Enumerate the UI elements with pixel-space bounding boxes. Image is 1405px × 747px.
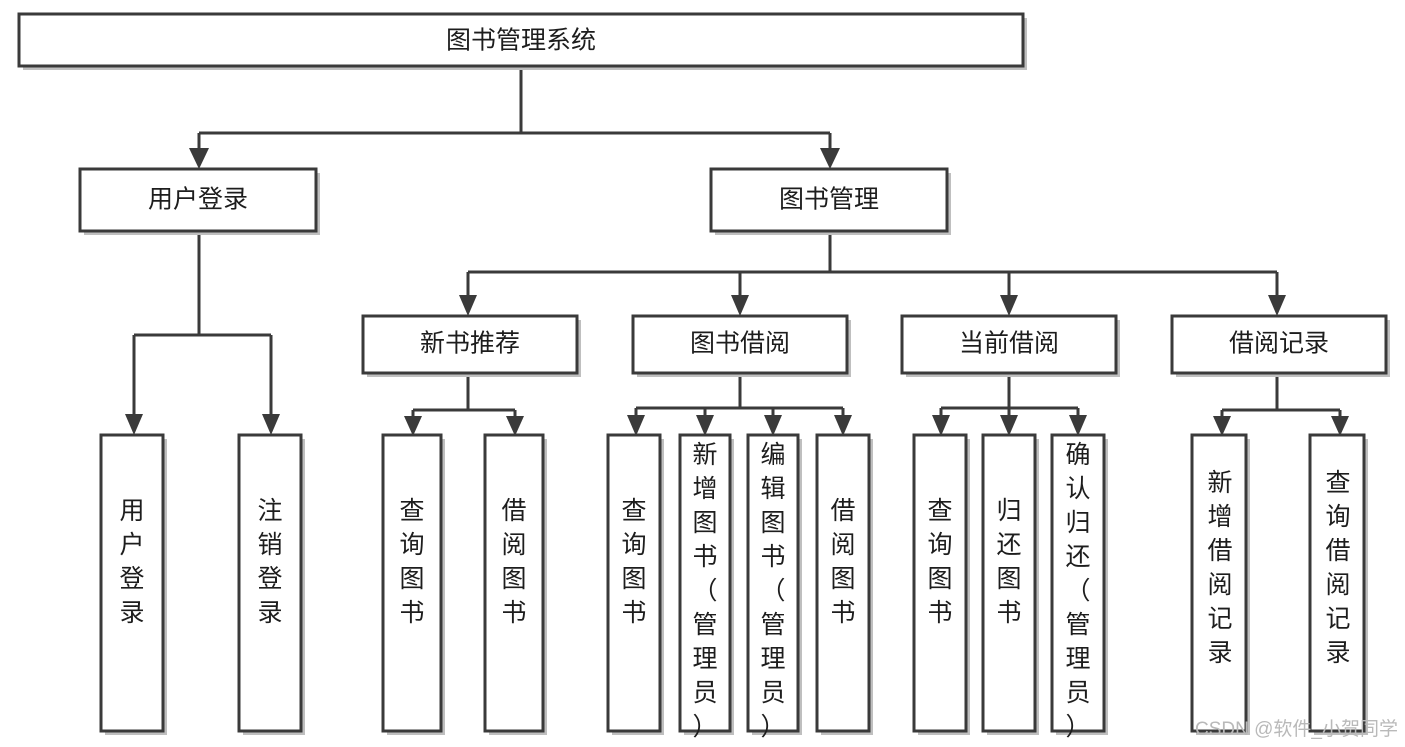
node-leaf-query-book-2[interactable]: 查询图书 [606, 433, 664, 735]
node-leaf-user-login-label: 用户登录 [119, 497, 144, 627]
arrow-head-confirm-return [1069, 415, 1087, 436]
node-leaf-confirm-return-box[interactable] [1050, 433, 1106, 733]
node-newbooks[interactable]: 新书推荐 [361, 314, 581, 377]
node-bookmgmt-label: 图书管理 [779, 186, 879, 214]
node-leaf-borrow-book-1[interactable]: 借阅图书 [483, 433, 547, 735]
node-leaf-query-book-2-box[interactable] [606, 433, 662, 733]
node-leaf-borrow-book-2[interactable]: 借阅图书 [815, 433, 873, 735]
node-leaf-user-logout-label: 注销登录 [257, 497, 282, 627]
arrow-head-query-record [1331, 416, 1349, 436]
node-leaf-query-book-1-box[interactable] [381, 433, 443, 733]
arrow-head-query-book-1 [404, 416, 422, 436]
node-leaf-borrow-book-1-label: 借阅图书 [501, 497, 526, 627]
node-leaf-borrow-book-2-box[interactable] [815, 433, 871, 733]
node-newbooks-label: 新书推荐 [420, 330, 520, 358]
node-leaf-edit-book[interactable]: 编辑图书（管理员） [746, 433, 802, 741]
node-leaf-edit-book-label: 编辑图书（管理员） [760, 441, 785, 741]
arrow-head-records [1268, 295, 1286, 316]
node-root-box[interactable] [17, 12, 1025, 68]
node-borrow[interactable]: 图书借阅 [631, 314, 851, 377]
node-leaf-add-record-label: 新增借阅记录 [1207, 469, 1232, 667]
watermark-label: CSDN @软件_小贺同学 [1195, 718, 1398, 740]
arrow-head-edit-book [764, 415, 782, 436]
arrow-head-newbooks [459, 295, 477, 316]
node-leaf-query-book-3-label: 查询图书 [927, 497, 952, 627]
arrow-head-add-record [1213, 416, 1231, 436]
arrow-head-borrow [731, 295, 749, 316]
node-leaf-add-record-box[interactable] [1190, 433, 1248, 733]
node-leaf-query-book-1[interactable]: 查询图书 [381, 433, 445, 735]
arrow-head-borrow-book-2 [834, 415, 852, 436]
node-leaf-user-logout[interactable]: 注销登录 [237, 433, 305, 735]
arrow-head-login [189, 148, 209, 169]
arrow-head-user-logout [262, 414, 280, 435]
arrow-head-bookmgmt [820, 148, 840, 169]
node-bookmgmt-box[interactable] [709, 167, 949, 233]
node-leaf-query-book-1-label: 查询图书 [399, 497, 424, 627]
node-leaf-query-record-box[interactable] [1308, 433, 1366, 733]
node-bookmgmt[interactable]: 图书管理 [709, 167, 951, 235]
node-records-label: 借阅记录 [1229, 330, 1329, 358]
node-current-label: 当前借阅 [959, 330, 1059, 358]
node-current-box[interactable] [900, 314, 1118, 375]
node-leaf-query-book-2-label: 查询图书 [621, 497, 646, 627]
connector-layer [125, 69, 1349, 436]
node-leaf-query-record[interactable]: 查询借阅记录 [1308, 433, 1368, 735]
node-leaf-user-login[interactable]: 用户登录 [99, 433, 167, 735]
node-borrow-label: 图书借阅 [690, 330, 790, 358]
node-leaf-borrow-book-1-box[interactable] [483, 433, 545, 733]
arrow-head-user-login [125, 414, 143, 435]
node-borrow-box[interactable] [631, 314, 849, 375]
arrow-head-current [1000, 295, 1018, 316]
node-leaf-add-record[interactable]: 新增借阅记录 [1190, 433, 1250, 735]
arrow-head-borrow-book-1 [506, 416, 524, 436]
node-login-box[interactable] [78, 167, 318, 233]
node-login[interactable]: 用户登录 [78, 167, 320, 235]
node-leaf-query-record-label: 查询借阅记录 [1325, 469, 1350, 667]
node-leaf-user-logout-box[interactable] [237, 433, 303, 733]
node-leaf-confirm-return-label: 确认归还（管理员） [1065, 441, 1090, 741]
node-leaf-confirm-return[interactable]: 确认归还（管理员） [1050, 433, 1108, 741]
node-leaf-query-book-3-box[interactable] [912, 433, 968, 733]
node-leaf-add-book-label: 新增图书（管理员） [692, 441, 717, 741]
node-leaf-borrow-book-2-label: 借阅图书 [830, 497, 855, 627]
node-root[interactable]: 图书管理系统 [17, 12, 1027, 70]
node-records-box[interactable] [1170, 314, 1388, 375]
arrow-head-query-book-3 [932, 415, 950, 436]
arrow-head-add-book [696, 415, 714, 436]
node-leaf-return-book[interactable]: 归还图书 [981, 433, 1039, 735]
node-leaf-add-book-box[interactable] [678, 433, 732, 733]
node-leaf-user-login-box[interactable] [99, 433, 165, 733]
node-login-label: 用户登录 [148, 186, 248, 214]
node-current[interactable]: 当前借阅 [900, 314, 1120, 377]
node-leaf-return-book-box[interactable] [981, 433, 1037, 733]
node-records[interactable]: 借阅记录 [1170, 314, 1390, 377]
arrow-head-return-book [1000, 415, 1018, 436]
node-leaf-add-book[interactable]: 新增图书（管理员） [678, 433, 734, 741]
node-leaf-query-book-3[interactable]: 查询图书 [912, 433, 970, 735]
node-root-label: 图书管理系统 [446, 27, 596, 55]
node-leaf-return-book-label: 归还图书 [996, 497, 1021, 627]
arrow-head-query-book-2 [627, 415, 645, 436]
node-newbooks-box[interactable] [361, 314, 579, 375]
node-leaf-edit-book-box[interactable] [746, 433, 800, 733]
